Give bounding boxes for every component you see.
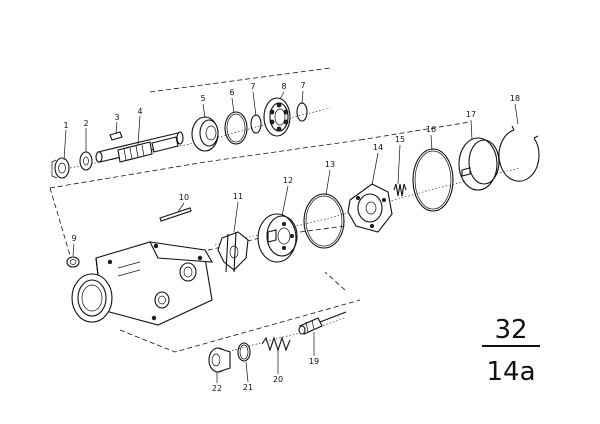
part-4-shaft [95, 131, 184, 163]
part-19-valve-spool [298, 311, 347, 335]
assembly-boundary-lines [49, 67, 471, 353]
callout-3: 3 [114, 113, 119, 122]
callout-17: 17 [466, 110, 476, 119]
callout-19: 19 [309, 357, 319, 366]
section-reference: 32 14a [482, 315, 540, 387]
part-1-nut [51, 157, 70, 179]
callout-22: 22 [212, 384, 222, 393]
leader-lines [63, 90, 519, 383]
callout-6: 6 [229, 88, 234, 97]
callout-labels: 1 2 3 4 5 6 7 8 7 9 10 11 12 13 14 15 16… [63, 81, 520, 393]
callout-16: 16 [426, 125, 436, 134]
part-20-spring [261, 336, 291, 352]
callout-18: 18 [510, 94, 520, 103]
callout-12: 12 [283, 176, 293, 185]
callout-7-right: 7 [300, 81, 305, 90]
part-16-o-ring [412, 148, 454, 212]
part-5-seal [191, 116, 219, 152]
callout-2: 2 [83, 119, 88, 128]
part-22-plug-screw [208, 347, 231, 373]
part-9-plug [66, 256, 80, 268]
callout-5: 5 [200, 94, 205, 103]
part-7-ring-right [296, 102, 308, 122]
part-8-bearing [263, 97, 291, 137]
part-7-ring-left [250, 114, 262, 134]
part-6-snap-ring [224, 111, 248, 145]
callout-21: 21 [243, 383, 253, 392]
part-21-seal-ring [237, 342, 251, 362]
callout-10: 10 [179, 193, 189, 202]
part-3-key [109, 131, 123, 141]
callout-1: 1 [63, 121, 68, 130]
callout-13: 13 [325, 160, 335, 169]
part-14-pressure-plate [347, 183, 393, 233]
callout-11: 11 [233, 192, 243, 201]
part-2-washer [79, 151, 93, 171]
part-10-pin [159, 207, 192, 222]
part-11-rotor [217, 231, 249, 273]
part-12-cam-ring [257, 213, 298, 263]
callout-14: 14 [373, 143, 383, 152]
part-15-spring [393, 183, 407, 197]
section-sheet-number: 14a [486, 357, 535, 387]
callout-8: 8 [281, 82, 286, 91]
callout-7-left: 7 [250, 82, 255, 91]
callout-20: 20 [273, 375, 283, 384]
pump-housing [71, 241, 214, 326]
callout-15: 15 [395, 135, 405, 144]
part-13-o-ring [303, 193, 345, 249]
callout-9: 9 [71, 234, 76, 243]
callout-4: 4 [137, 107, 142, 116]
part-17-end-cover [458, 137, 500, 191]
section-group-number: 32 [494, 315, 527, 345]
part-18-circlip [498, 125, 540, 182]
